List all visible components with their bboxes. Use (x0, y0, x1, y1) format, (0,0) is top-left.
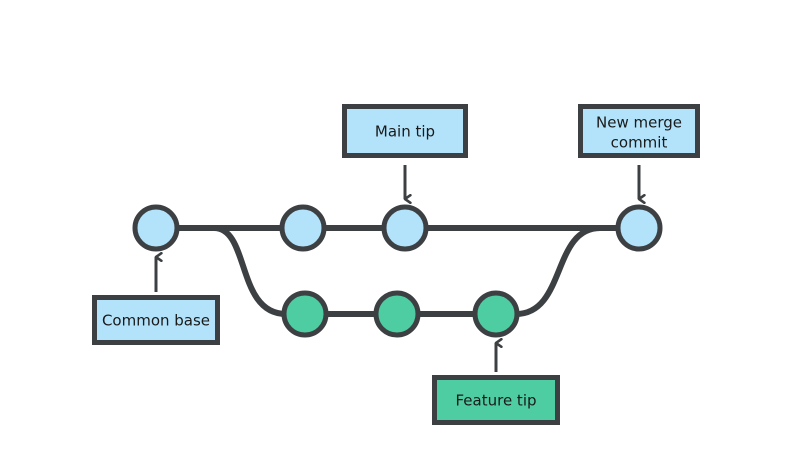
commit-node-common-base[interactable] (132, 204, 180, 252)
label-feature-tip-text: Feature tip (455, 392, 536, 410)
label-box-main-tip-rect (342, 104, 468, 158)
edge-branch-off-curve (211, 225, 289, 317)
main-branch-nodes (132, 204, 663, 252)
feature-branch-nodes (281, 290, 520, 338)
commit-node-main-1[interactable] (279, 204, 327, 252)
label-box-new-merge-commit-rect (578, 104, 700, 158)
label-box-common-base[interactable]: Common base (92, 295, 220, 345)
label-box-main-tip[interactable]: Main tip (342, 104, 468, 158)
label-box-new-merge-commit[interactable]: New merge commit (578, 104, 700, 158)
label-common-base-text: Common base (102, 312, 210, 330)
label-main-tip-text: Main tip (375, 123, 435, 141)
label-box-feature-tip-rect (432, 375, 560, 425)
commit-node-main-2[interactable] (381, 204, 429, 252)
commit-node-feature-2[interactable] (373, 290, 421, 338)
annotation-arrows (154, 165, 639, 372)
label-box-common-base-rect (92, 295, 220, 345)
label-new-merge-commit-line2: commit (611, 134, 668, 152)
branch-edges (176, 225, 619, 317)
commit-node-feature-3[interactable] (472, 290, 520, 338)
edge-merge-curve (513, 225, 603, 317)
commit-node-feature-1[interactable] (281, 290, 329, 338)
label-box-feature-tip[interactable]: Feature tip (432, 375, 560, 425)
commit-node-merge[interactable] (615, 204, 663, 252)
label-new-merge-commit-line1: New merge (596, 114, 682, 132)
